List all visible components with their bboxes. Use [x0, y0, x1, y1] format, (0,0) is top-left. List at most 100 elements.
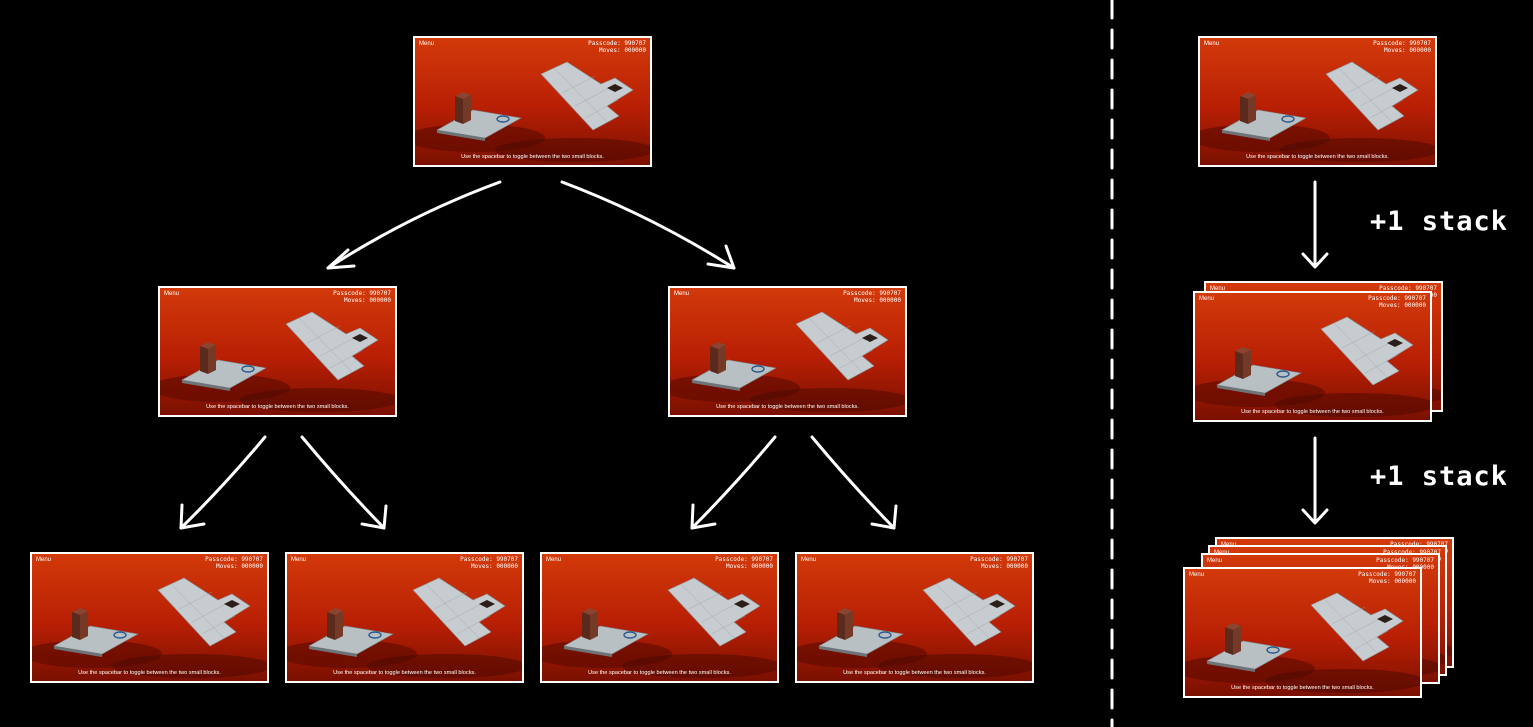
goal-marker [623, 631, 637, 639]
menu-button[interactable]: Menu [419, 41, 435, 47]
goal-marker [751, 365, 765, 373]
tree-arrow-head [706, 244, 736, 270]
hud: Passcode: 990707 Moves: 000000 [843, 290, 901, 304]
game-caption: Use the spacebar to toggle between the t… [206, 404, 349, 410]
stack-arrow-head [1301, 252, 1329, 269]
moves-value: 000000 [1412, 564, 1434, 571]
passcode-value: 990707 [1419, 549, 1441, 556]
menu-button[interactable]: Menu [1207, 558, 1223, 564]
passcode-label: Passcode: [843, 290, 876, 297]
game-frame: Menu Passcode: 990707 Moves: 000000 Use … [1183, 567, 1422, 698]
menu-button[interactable]: Menu [1204, 41, 1220, 47]
hud: Passcode: 990707 Moves: 000000 [588, 40, 646, 54]
tree-arrow-head [870, 504, 898, 530]
menu-button[interactable]: Menu [1189, 572, 1205, 578]
goal-marker [368, 631, 382, 639]
game-caption: Use the spacebar to toggle between the t… [78, 670, 221, 676]
hud: Passcode: 990707 Moves: 000000 [1373, 40, 1431, 54]
goal-marker [1276, 370, 1290, 378]
passcode-value: 990707 [1426, 541, 1448, 548]
tree-arrow [560, 180, 736, 270]
passcode-value: 990707 [1415, 285, 1437, 292]
passcode-value: 990707 [1006, 556, 1028, 563]
moves-label: Moves: [1379, 302, 1401, 309]
game-frame: Menu Passcode: 990707 Moves: 000000 Use … [158, 286, 397, 417]
menu-button[interactable]: Menu [801, 557, 817, 563]
moves-label: Moves: [1369, 578, 1391, 585]
moves-label: Moves: [471, 563, 493, 570]
menu-button[interactable]: Menu [546, 557, 562, 563]
passcode-label: Passcode: [1383, 549, 1416, 556]
menu-button[interactable]: Menu [36, 557, 52, 563]
moves-value: 000000 [751, 563, 773, 570]
moves-label: Moves: [854, 297, 876, 304]
goal-marker [113, 631, 127, 639]
passcode-value: 990707 [624, 40, 646, 47]
menu-button[interactable]: Menu [674, 291, 690, 297]
passcode-label: Passcode: [1373, 40, 1406, 47]
tree-arrow-head [179, 503, 206, 530]
passcode-label: Passcode: [333, 290, 366, 297]
passcode-label: Passcode: [1376, 557, 1409, 564]
moves-value: 000000 [1006, 563, 1028, 570]
hud: Passcode: 990707 Moves: 000000 [970, 556, 1028, 570]
game-frame: Menu Passcode: 990707 Moves: 000000 Use … [668, 286, 907, 417]
passcode-value: 990707 [369, 290, 391, 297]
menu-button[interactable]: Menu [1199, 296, 1215, 302]
passcode-value: 990707 [1404, 295, 1426, 302]
game-frame: Menu Passcode: 990707 Moves: 000000 Use … [413, 36, 652, 167]
tree-arrow [690, 435, 777, 530]
menu-button[interactable]: Menu [164, 291, 180, 297]
game-caption: Use the spacebar to toggle between the t… [716, 404, 859, 410]
passcode-value: 990707 [496, 556, 518, 563]
tree-arrow [179, 435, 267, 530]
moves-label: Moves: [1384, 47, 1406, 54]
tree-arrow [300, 435, 386, 530]
tree-arrow-head [690, 503, 717, 530]
passcode-value: 990707 [1412, 557, 1434, 564]
goal-marker [1281, 115, 1295, 123]
moves-value: 000000 [1409, 47, 1431, 54]
stack-label-2: +1 stack [1370, 461, 1509, 492]
moves-value: 000000 [1404, 302, 1426, 309]
game-caption: Use the spacebar to toggle between the t… [333, 670, 476, 676]
game-scene [1200, 38, 1435, 165]
passcode-label: Passcode: [1358, 571, 1391, 578]
passcode-label: Passcode: [1390, 541, 1423, 548]
menu-button[interactable]: Menu [291, 557, 307, 563]
tree-arrow-head [326, 248, 356, 270]
game-caption: Use the spacebar to toggle between the t… [1231, 685, 1374, 691]
game-frame: Menu Passcode: 990707 Moves: 000000 Use … [540, 552, 779, 683]
moves-value: 000000 [1394, 578, 1416, 585]
passcode-value: 990707 [1409, 40, 1431, 47]
moves-label: Moves: [981, 563, 1003, 570]
game-caption: Use the spacebar to toggle between the t… [461, 154, 604, 160]
passcode-label: Passcode: [205, 556, 238, 563]
game-caption: Use the spacebar to toggle between the t… [1241, 409, 1384, 415]
game-caption: Use the spacebar to toggle between the t… [1246, 154, 1389, 160]
passcode-label: Passcode: [970, 556, 1003, 563]
hud: Passcode: 990707 Moves: 000000 [205, 556, 263, 570]
game-caption: Use the spacebar to toggle between the t… [588, 670, 731, 676]
moves-value: 000000 [879, 297, 901, 304]
passcode-value: 990707 [879, 290, 901, 297]
passcode-label: Passcode: [1379, 285, 1412, 292]
game-scene [542, 554, 777, 681]
hud: Passcode: 990707 Moves: 000000 [1358, 571, 1416, 585]
game-frame: Menu Passcode: 990707 Moves: 000000 Use … [795, 552, 1034, 683]
game-frame: Menu Passcode: 990707 Moves: 000000 Use … [30, 552, 269, 683]
hud: Passcode: 990707 Moves: 000000 [333, 290, 391, 304]
goal-marker [241, 365, 255, 373]
moves-value: 000000 [241, 563, 263, 570]
game-caption: Use the spacebar to toggle between the t… [843, 670, 986, 676]
game-scene [160, 288, 395, 415]
hud: Passcode: 990707 Moves: 000000 [460, 556, 518, 570]
passcode-value: 990707 [751, 556, 773, 563]
moves-value: 000000 [496, 563, 518, 570]
game-frame: Menu Passcode: 990707 Moves: 000000 Use … [1193, 291, 1432, 422]
passcode-label: Passcode: [1368, 295, 1401, 302]
passcode-value: 990707 [241, 556, 263, 563]
moves-label: Moves: [599, 47, 621, 54]
menu-button[interactable]: Menu [1210, 286, 1226, 292]
